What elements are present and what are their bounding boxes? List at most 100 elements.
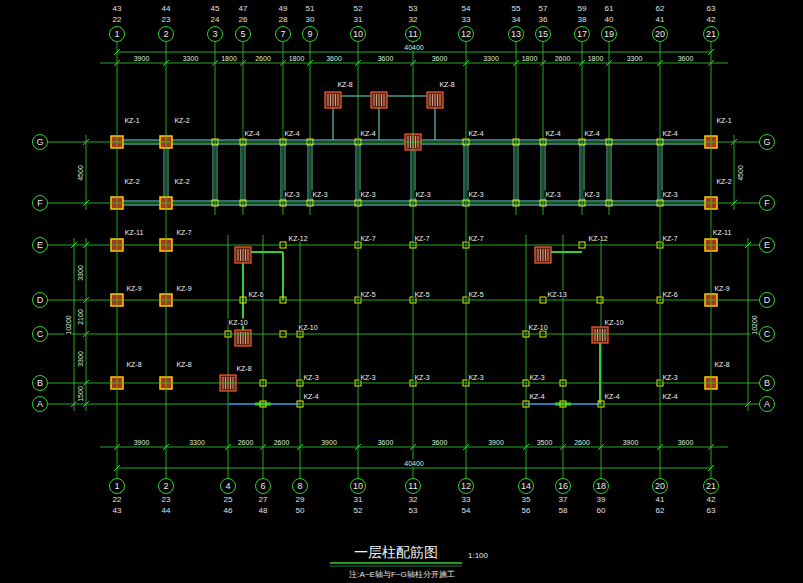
axis-alias: 62 bbox=[656, 506, 665, 516]
axis-alias: 22 bbox=[113, 495, 122, 505]
rebar-mark bbox=[240, 249, 241, 261]
beam-line bbox=[658, 144, 659, 201]
column-large bbox=[325, 92, 341, 108]
dimension-text: 4500 bbox=[77, 164, 84, 182]
rebar-mark bbox=[548, 249, 549, 261]
dimension-tick bbox=[212, 60, 218, 66]
column-large bbox=[235, 247, 251, 263]
axis-number: 4 bbox=[225, 481, 230, 491]
axis-alias: 45 bbox=[211, 4, 220, 14]
axis-alias: 26 bbox=[239, 15, 248, 25]
column-label: KZ-3 bbox=[528, 374, 545, 381]
axis-alias: 24 bbox=[211, 15, 220, 25]
axis-alias: 40 bbox=[605, 15, 614, 25]
column-label: KZ-3 bbox=[467, 191, 484, 198]
column-label: KZ-7 bbox=[175, 229, 192, 236]
axis-grid-line bbox=[48, 404, 759, 405]
dimension-text: 3600 bbox=[677, 55, 695, 62]
axis-bubble: 22344 bbox=[158, 478, 174, 494]
axis-bubble: 82950 bbox=[292, 478, 308, 494]
column-label: KZ-8 bbox=[125, 361, 142, 368]
axis-number: 13 bbox=[511, 29, 521, 39]
column-label: KZ-5 bbox=[359, 291, 376, 298]
axis-line bbox=[215, 42, 216, 215]
axis-alias: 35 bbox=[522, 495, 531, 505]
rebar-mark bbox=[432, 94, 433, 106]
axis-alias: 52 bbox=[354, 4, 363, 14]
dimension-text: 1500 bbox=[77, 385, 84, 403]
axis-number: F bbox=[37, 198, 43, 208]
axis-alias: 31 bbox=[354, 495, 363, 505]
dimension-text: 3300 bbox=[188, 439, 206, 446]
column-label: KZ-6 bbox=[247, 291, 264, 298]
beam-line bbox=[213, 144, 214, 201]
dimension-tick bbox=[307, 60, 313, 66]
axis-alias: 57 bbox=[539, 4, 548, 14]
axis-bubble: 44232 bbox=[158, 26, 174, 42]
column-label: KZ-1 bbox=[715, 117, 732, 124]
axis-number: 5 bbox=[240, 29, 245, 39]
axis-bubble: 543312 bbox=[458, 26, 474, 42]
axis-alias: 27 bbox=[259, 495, 268, 505]
axis-bubble: 123354 bbox=[458, 478, 474, 494]
axis-alias: 62 bbox=[656, 4, 665, 14]
rebar-mark bbox=[440, 94, 441, 106]
dimension-text: 1800 bbox=[587, 55, 605, 62]
rebar-mark bbox=[605, 329, 606, 341]
column-large bbox=[427, 92, 443, 108]
axis-alias: 28 bbox=[279, 15, 288, 25]
rebar-mark bbox=[540, 249, 541, 261]
axis-number: 3 bbox=[212, 29, 217, 39]
axis-alias: 44 bbox=[162, 506, 171, 516]
axis-number: C bbox=[764, 329, 771, 339]
column-label: KZ-3 bbox=[661, 191, 678, 198]
axis-alias: 46 bbox=[224, 506, 233, 516]
axis-alias: 30 bbox=[306, 15, 315, 25]
axis-bubble: 624120 bbox=[652, 26, 668, 42]
axis-number: 11 bbox=[408, 29, 417, 39]
dimension-text: 3300 bbox=[626, 55, 644, 62]
axis-number: 6 bbox=[260, 481, 265, 491]
beam-line bbox=[245, 144, 246, 201]
drawing-note: 注:A~E轴与F~G轴柱分开施工 bbox=[349, 571, 454, 579]
axis-line bbox=[300, 235, 301, 478]
axis-alias: 60 bbox=[597, 506, 606, 516]
column-label: KZ-6 bbox=[661, 291, 678, 298]
beam-line bbox=[411, 144, 412, 201]
axis-alias: 54 bbox=[462, 506, 471, 516]
rebar-mark bbox=[338, 94, 339, 106]
column-label: KZ-3 bbox=[414, 191, 431, 198]
axis-alias: 33 bbox=[462, 15, 471, 25]
axis-grid-line bbox=[660, 42, 661, 478]
axis-number: 1 bbox=[114, 481, 119, 491]
axis-number: 2 bbox=[163, 481, 168, 491]
column-label: KZ-9 bbox=[713, 285, 730, 292]
axis-bubble: 47265 bbox=[235, 26, 251, 42]
beam-line bbox=[281, 144, 282, 201]
dimension-text: 3500 bbox=[536, 439, 554, 446]
axis-bubble: C bbox=[759, 326, 775, 342]
column-label: KZ-11 bbox=[124, 229, 145, 236]
axis-bubble: 42546 bbox=[220, 478, 236, 494]
dimension-tick bbox=[598, 444, 604, 450]
column-label: KZ-8 bbox=[336, 81, 353, 88]
axis-alias: 41 bbox=[656, 495, 665, 505]
axis-line bbox=[310, 42, 311, 215]
axis-alias: 54 bbox=[462, 4, 471, 14]
column-label: KZ-5 bbox=[467, 291, 484, 298]
dimension-text: 3600 bbox=[377, 439, 395, 446]
column-label: KZ-10 bbox=[603, 319, 624, 326]
axis-bubble: 12243 bbox=[109, 478, 125, 494]
axis-alias: 55 bbox=[512, 4, 521, 14]
axis-number: D bbox=[764, 295, 771, 305]
axis-alias: 25 bbox=[224, 495, 233, 505]
column-large bbox=[371, 92, 387, 108]
dimension-tick bbox=[579, 60, 585, 66]
dimension-text: 3300 bbox=[77, 264, 84, 282]
rebar-mark bbox=[600, 329, 601, 341]
column-label: KZ-3 bbox=[661, 374, 678, 381]
axis-grid-line bbox=[466, 42, 467, 478]
column-label: KZ-4 bbox=[603, 393, 620, 400]
dimension-text: 1800 bbox=[521, 55, 539, 62]
column-label: KZ-13 bbox=[546, 291, 567, 298]
